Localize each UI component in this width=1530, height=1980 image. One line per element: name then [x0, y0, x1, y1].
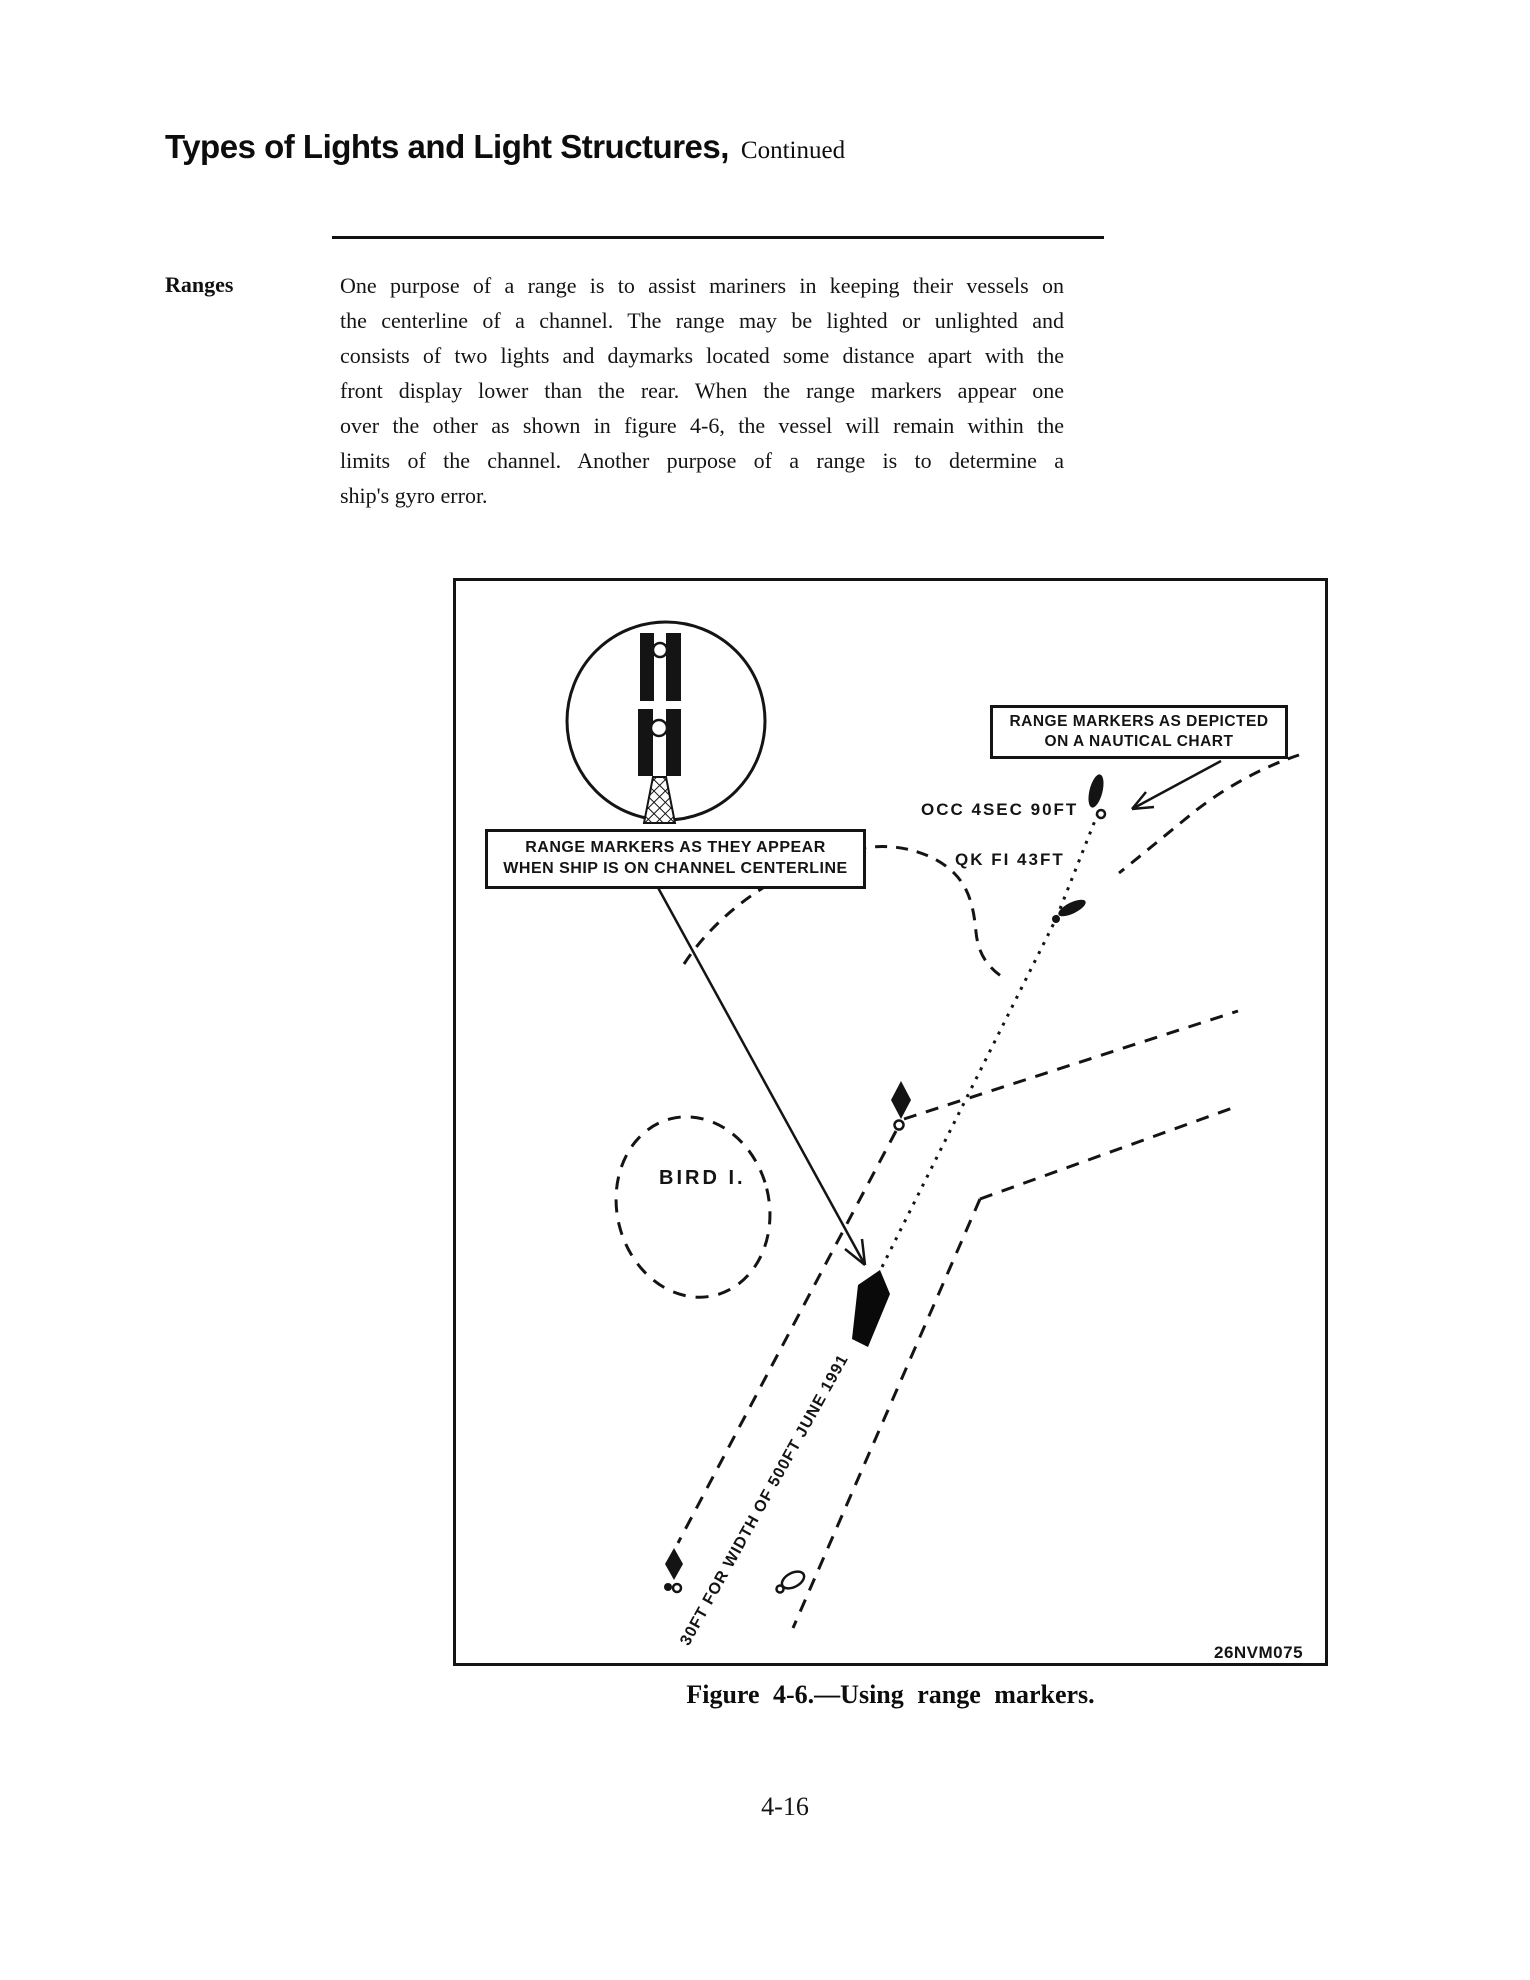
- chart-label-line2: ON A NAUTICAL CHART: [1044, 733, 1234, 750]
- header-rule: [332, 236, 1104, 239]
- branch-channel-upper-edge: [903, 1009, 1239, 1121]
- rear-light-label: OCC 4SEC 90FT: [921, 800, 1079, 819]
- body-paragraph: One purpose of a range is to assist mari…: [340, 268, 1064, 513]
- appear-label-line1: RANGE MARKERS AS THEY APPEAR: [525, 839, 826, 856]
- range-centerline: [864, 812, 1100, 1300]
- page-number: 4-16: [761, 1792, 809, 1821]
- channel-entrance-buoy-icon: [664, 1548, 683, 1594]
- channel-right-edge: [791, 1198, 982, 1629]
- body-line: consists of two lights and daymarks loca…: [340, 343, 1064, 368]
- front-light-label: QK FI 43FT: [955, 850, 1065, 869]
- body-line: ship's gyro error.: [340, 483, 488, 508]
- page-title: Types of Lights and Light Structures, Con…: [165, 128, 845, 166]
- title-continued-label: Continued: [740, 137, 846, 164]
- ship-icon: [852, 1270, 890, 1347]
- rear-range-chart-symbol: [1088, 774, 1107, 820]
- body-line: limits of the channel. Another purpose o…: [340, 448, 1064, 473]
- branch-channel-lower-edge: [979, 1104, 1239, 1201]
- island-label: BIRD I.: [659, 1167, 746, 1189]
- section-heading: Ranges: [165, 272, 234, 297]
- lattice-tower-icon: [642, 776, 677, 824]
- body-line: the centerline of a channel. The range m…: [340, 308, 1064, 333]
- chart-label-line1: RANGE MARKERS AS DEPICTED: [1009, 713, 1269, 730]
- shoreline-right: [1118, 753, 1300, 875]
- figure-credit: 26NVM075: [1214, 1643, 1304, 1662]
- appear-label-box: RANGE MARKERS AS THEY APPEAR WHEN SHIP I…: [485, 829, 866, 889]
- channel-left-edge: [676, 1130, 898, 1544]
- appear-label-line2: WHEN SHIP IS ON CHANNEL CENTERLINE: [503, 860, 848, 877]
- page-title-main: Types of Lights and Light Structures,: [165, 128, 729, 165]
- body-line: One purpose of a range is to assist mari…: [340, 273, 1064, 298]
- appear-arrow: [654, 883, 867, 1266]
- front-range-chart-symbol: [1052, 899, 1086, 923]
- figure-caption: Figure 4-6.—Using range markers.: [686, 1680, 1095, 1709]
- range-daymarks-circle-icon: [565, 620, 767, 824]
- island-outline: [614, 1115, 772, 1299]
- figure-diagram-svg: [565, 620, 1300, 1629]
- body-line: front display lower than the rear. When …: [340, 378, 1064, 403]
- channel-junction-buoy-icon: [891, 1081, 911, 1131]
- chart-label-box: RANGE MARKERS AS DEPICTED ON A NAUTICAL …: [990, 705, 1288, 759]
- body-line: over the other as shown in figure 4-6, t…: [340, 413, 1064, 438]
- chart-arrow: [1131, 759, 1222, 811]
- small-craft-symbol: [775, 1570, 806, 1594]
- figure-frame: RANGE MARKERS AS THEY APPEAR WHEN SHIP I…: [453, 578, 1328, 1666]
